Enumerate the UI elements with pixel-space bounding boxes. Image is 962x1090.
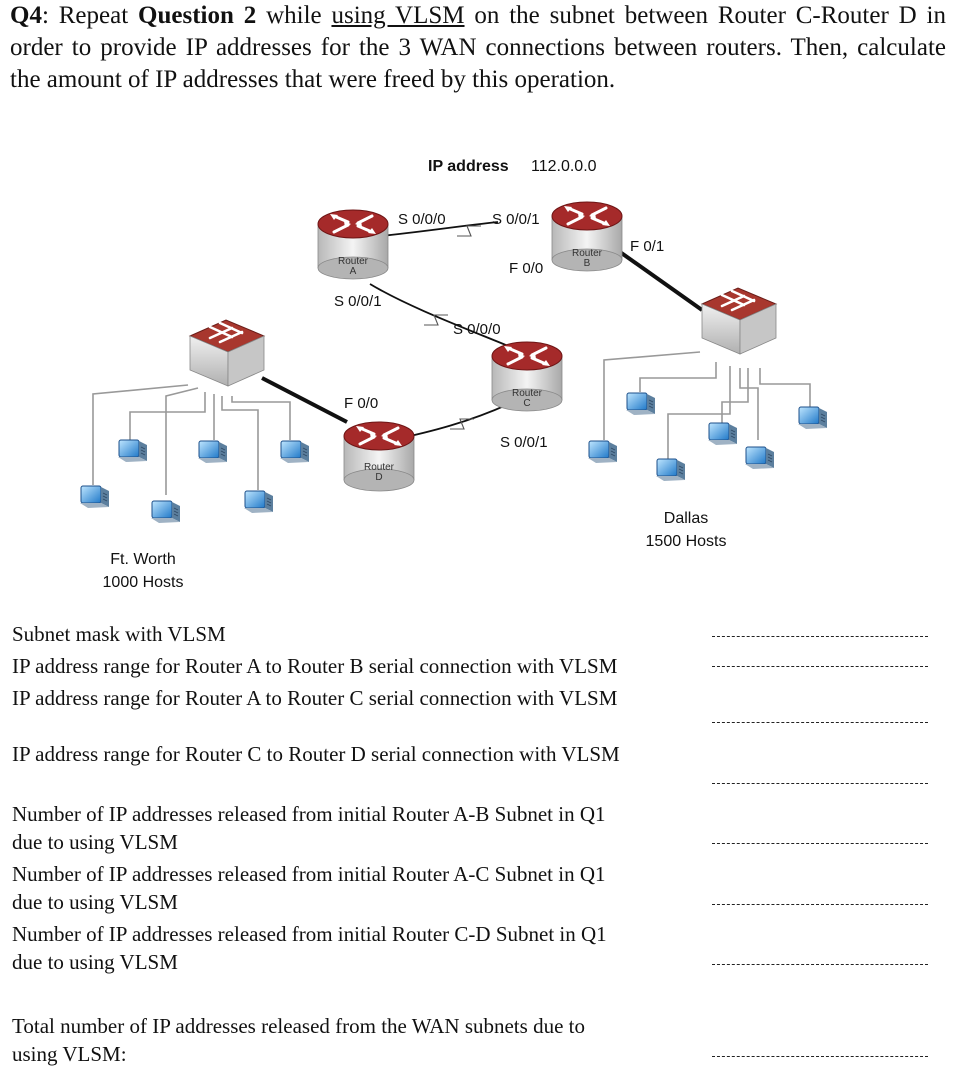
pc-icon — [150, 500, 181, 524]
answer-blank-released-c-d[interactable] — [712, 964, 928, 965]
iface-c-s001: S 0/0/1 — [500, 434, 548, 451]
q-released-c-d-1: Number of IP addresses released from ini… — [12, 922, 607, 946]
pc-icon — [117, 439, 148, 463]
iface-d-f00: F 0/0 — [344, 395, 378, 412]
router-c-label-1: Router — [512, 388, 543, 399]
answer-blank-released-a-b[interactable] — [712, 843, 928, 844]
iface-b-s001: S 0/0/1 — [492, 211, 540, 228]
question-text: Q4: Repeat Question 2 while using VLSM o… — [10, 0, 946, 96]
question-underlined: using VLSM — [331, 2, 465, 29]
question-number: Q4 — [10, 2, 42, 29]
answer-blank-range-a-b[interactable] — [712, 666, 928, 667]
q-released-a-b-2: due to using VLSM — [12, 830, 178, 854]
iface-a-s000: S 0/0/0 — [398, 211, 446, 228]
router-d-label-2: D — [375, 472, 382, 483]
answer-blank-released-a-c[interactable] — [712, 904, 928, 905]
q-released-a-c-1: Number of IP addresses released from ini… — [12, 862, 606, 886]
question-intro: : Repeat — [41, 2, 139, 29]
answer-blank-range-a-c[interactable] — [712, 722, 928, 723]
q-total-released-2: using VLSM: — [12, 1042, 127, 1066]
q-range-c-d: IP address range for Router C to Router … — [12, 742, 620, 766]
iface-b-f00: F 0/0 — [509, 260, 543, 277]
q-range-a-c: IP address range for Router A to Router … — [12, 686, 618, 710]
q-released-a-b-1: Number of IP addresses released from ini… — [12, 802, 606, 826]
ftworth-hosts: 1000 Hosts — [103, 574, 184, 591]
dallas-switch-icon — [700, 286, 778, 356]
pc-icon — [797, 406, 828, 430]
iface-b-f01: F 0/1 — [630, 238, 664, 255]
answer-blank-range-c-d[interactable] — [712, 783, 928, 784]
pc-icon — [707, 422, 738, 446]
router-b-label-1: Router — [572, 248, 603, 259]
pc-icon — [744, 446, 775, 470]
pc-icon — [197, 440, 228, 464]
ftworth-switch-icon — [188, 318, 266, 388]
iface-a-s001: S 0/0/1 — [334, 293, 382, 310]
dallas-name: Dallas — [664, 510, 708, 527]
question-rest: on the subnet between Router C-Router D … — [10, 2, 947, 93]
pc-icon — [625, 392, 656, 416]
pc-icon — [279, 440, 310, 464]
answer-blank-total-released[interactable] — [712, 1056, 928, 1057]
dallas-hosts: 1500 Hosts — [646, 533, 727, 550]
answer-blank-subnet-mask[interactable] — [712, 636, 928, 637]
q-range-a-b: IP address range for Router A to Router … — [12, 654, 618, 678]
question-mid: while — [256, 2, 332, 29]
network-diagram: Router A Router B Router C Router D IP a… — [79, 158, 828, 591]
q-total-released-1: Total number of IP addresses released fr… — [12, 1014, 585, 1038]
router-d-label-1: Router — [364, 462, 395, 473]
ip-address-label: IP address — [428, 158, 509, 175]
ftworth-name: Ft. Worth — [110, 551, 176, 568]
question-ref: Question 2 — [138, 2, 257, 29]
q-released-a-c-2: due to using VLSM — [12, 890, 178, 914]
router-a-label-2: A — [350, 266, 357, 277]
pc-icon — [79, 485, 110, 509]
q-subnet-mask: Subnet mask with VLSM — [12, 622, 226, 646]
iface-c-s000: S 0/0/0 — [453, 321, 501, 338]
pc-icon — [243, 490, 274, 514]
router-c-label-2: C — [523, 398, 530, 409]
pc-icon — [655, 458, 686, 482]
router-b-label-2: B — [584, 258, 591, 269]
pc-icon — [587, 440, 618, 464]
router-a-label-1: Router — [338, 256, 369, 267]
ip-address-value: 112.0.0.0 — [531, 158, 597, 175]
q-released-c-d-2: due to using VLSM — [12, 950, 178, 974]
